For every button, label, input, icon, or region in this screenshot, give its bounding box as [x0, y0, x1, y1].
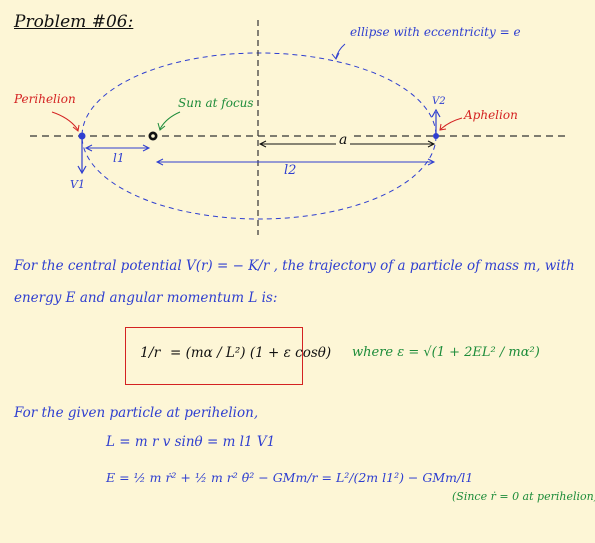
- ellipse-pointer: [335, 43, 346, 59]
- l1-arrowhead-right: [142, 144, 151, 152]
- aphelion-label: Aphelion: [464, 108, 518, 122]
- orbit-equation-lhs: 1/r: [140, 345, 161, 361]
- sun-pointer: [159, 111, 181, 130]
- intro-line-1: For the central potential V(r) = − K/r ,…: [14, 258, 575, 274]
- v1-label: V1: [70, 178, 85, 191]
- given-line: For the given particle at perihelion,: [14, 405, 259, 421]
- aphelion-pointer-head: [439, 123, 447, 131]
- sun-pointer-head: [157, 122, 166, 131]
- v1-arrowhead: [77, 165, 87, 175]
- ellipse-pointer-head: [331, 52, 340, 60]
- sun-label: Sun at focus: [178, 96, 254, 110]
- page-title: Problem #06:: [14, 12, 133, 32]
- l2-arrowhead-right: [427, 158, 436, 166]
- orbit-equation-box: [125, 327, 303, 385]
- l2-arrowhead-left: [155, 158, 164, 166]
- orbit-diagram: [30, 20, 565, 235]
- eccentricity-formula: where ε = √(1 + 2EL² / mα²): [352, 345, 540, 360]
- angular-momentum-equation: L = m r v sinθ = m l1 V1: [106, 434, 276, 450]
- intro-line-2: energy E and angular momentum L is:: [14, 290, 278, 306]
- aphelion-pointer: [439, 117, 463, 131]
- l2-label: l2: [284, 163, 297, 178]
- a-arrowhead-left: [258, 140, 267, 148]
- l1-label: l1: [113, 151, 125, 165]
- v2-label: V2: [432, 96, 446, 107]
- l1-arrowhead-left: [84, 144, 93, 152]
- since-note: (Since ṙ = 0 at perihelion): [452, 490, 595, 503]
- perihelion-pointer: [51, 111, 79, 131]
- orbit-equation-rhs: = (mα / L²) (1 + ε cosθ): [170, 345, 332, 361]
- sun-focus-inner: [151, 134, 155, 138]
- title-text: Problem #06:: [14, 12, 134, 32]
- perihelion-label: Perihelion: [14, 92, 76, 106]
- ellipse-label: ellipse with eccentricity = e: [350, 25, 521, 39]
- v2-arrowhead: [431, 108, 441, 118]
- a-arrowhead-right: [427, 140, 436, 148]
- perihelion-pointer-head: [72, 124, 80, 132]
- energy-equation: E = ½ m ṙ² + ½ m r² θ̇² − GMm/r = L²/(2m…: [106, 470, 474, 485]
- a-label: a: [336, 132, 351, 148]
